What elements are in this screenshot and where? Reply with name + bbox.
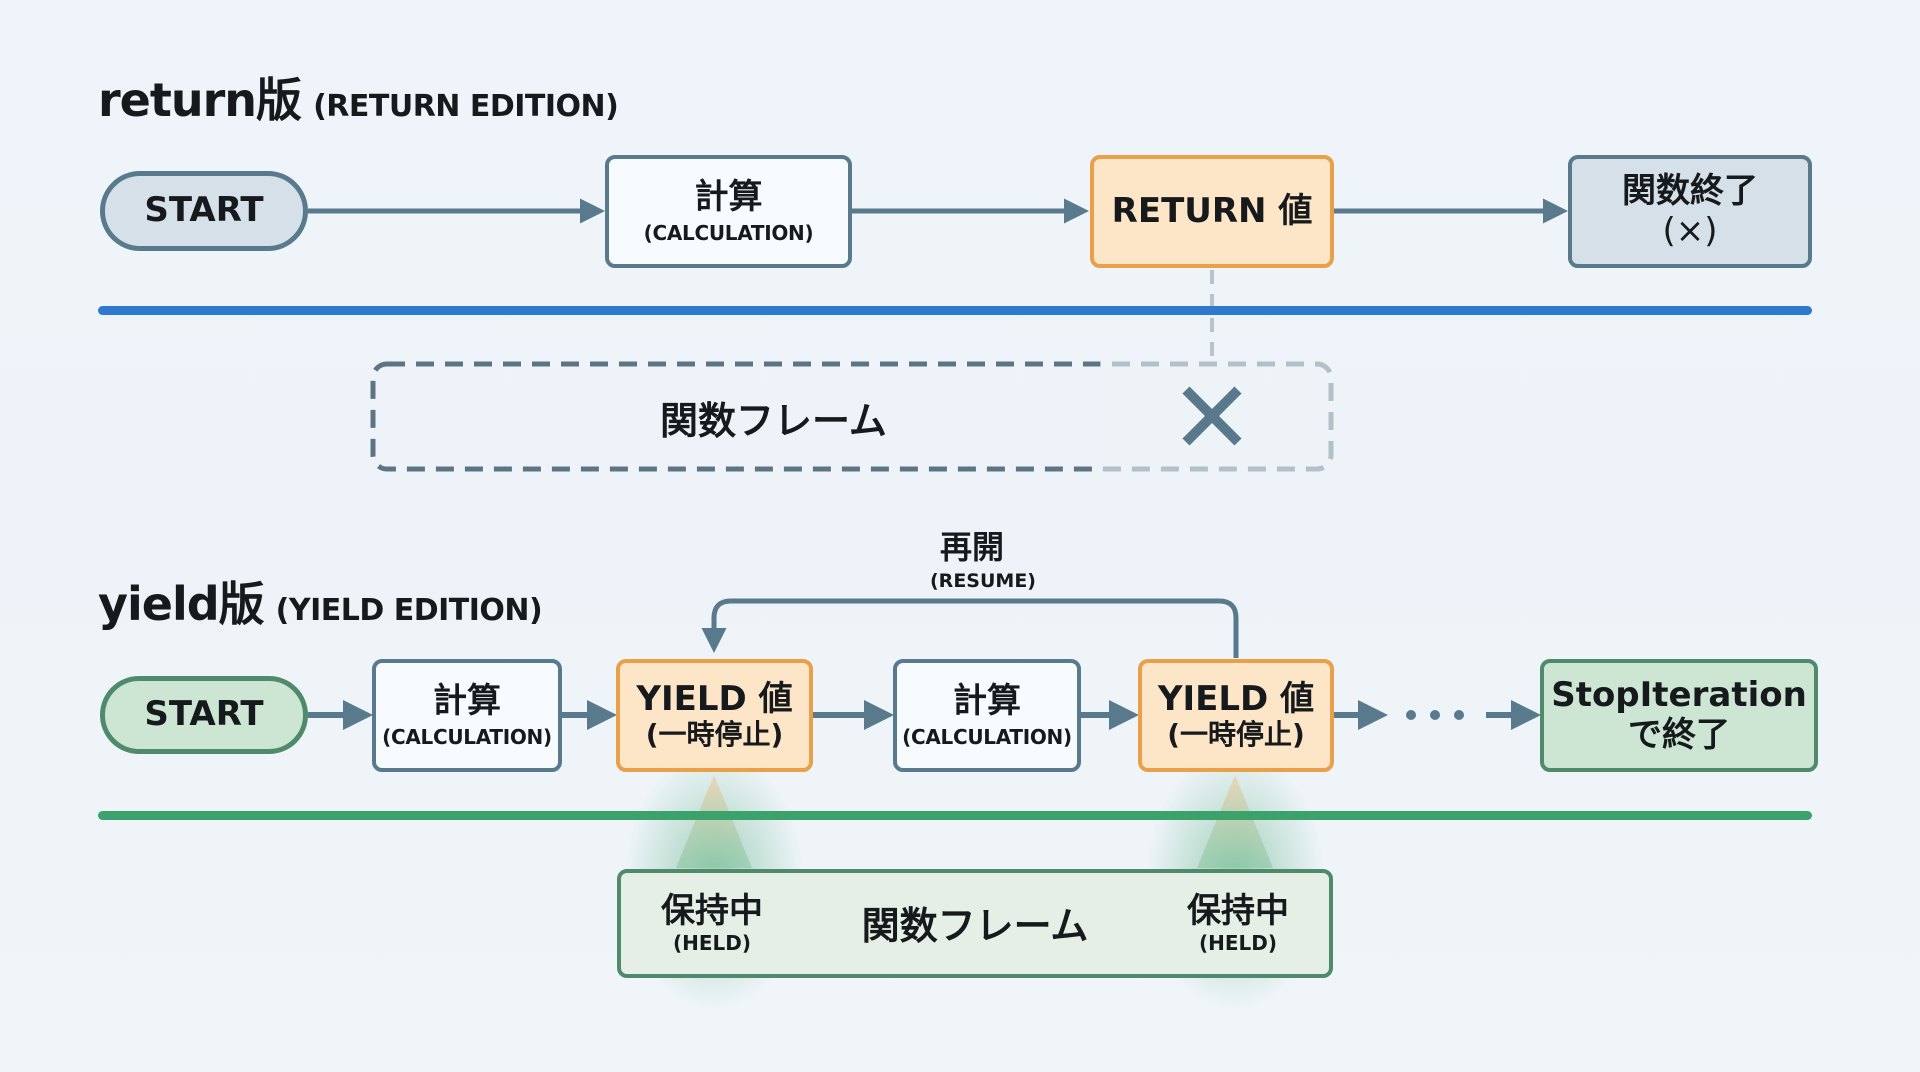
yield-calc1-sub: (CALCULATION)	[382, 724, 552, 749]
stopiteration-node: StopIteration で終了	[1540, 659, 1818, 772]
return-value-label: RETURN 値	[1111, 190, 1313, 231]
yield-start-label: START	[144, 694, 264, 735]
return-title-sub: (RETURN EDITION)	[313, 89, 619, 124]
function-end-label: 関数終了	[1622, 171, 1758, 212]
yield-title-main: yield版	[98, 577, 265, 631]
held-left: 保持中 (HELD)	[661, 892, 763, 954]
yield-calc1-node: 計算 (CALCULATION)	[372, 659, 562, 772]
return-section-title: return版 (RETURN EDITION)	[98, 64, 619, 130]
resume-label: 再開	[939, 528, 1004, 566]
yield-calc2-node: 計算 (CALCULATION)	[893, 659, 1081, 772]
return-start-node: START	[100, 171, 308, 251]
return-calc-sub: (CALCULATION)	[643, 220, 814, 245]
yield1-sub: (一時停止)	[645, 717, 784, 751]
yield1-label: YIELD 値	[636, 678, 793, 719]
stopiteration-label: StopIteration	[1551, 675, 1807, 716]
return-frame-label: 関数フレーム	[660, 399, 887, 443]
return-calc-label: 計算	[694, 177, 763, 218]
resume-loop-arrow	[701, 598, 1239, 658]
yield-calc2-sub: (CALCULATION)	[902, 724, 1072, 749]
yield-title-sub: (YIELD EDITION)	[275, 593, 543, 628]
held-right-sub: (HELD)	[1198, 930, 1278, 955]
held-beam-left	[676, 775, 752, 868]
stopiteration-sub: で終了	[1628, 714, 1730, 755]
function-end-node: 関数終了 (×)	[1568, 155, 1812, 268]
held-left-sub: (HELD)	[672, 930, 752, 955]
yield2-sub: (一時停止)	[1167, 717, 1305, 751]
held-right: 保持中 (HELD)	[1187, 892, 1289, 954]
x-mark-icon	[1182, 386, 1242, 446]
yield-frame-label: 関数フレーム	[861, 903, 1089, 948]
yield-timeline	[98, 811, 1812, 820]
return-calc-node: 計算 (CALCULATION)	[605, 155, 852, 268]
function-end-sub: (×)	[1662, 210, 1718, 251]
resume-sub: (RESUME)	[930, 570, 1036, 592]
yield2-node: YIELD 値 (一時停止)	[1138, 659, 1334, 772]
yield-calc2-label: 計算	[953, 681, 1021, 722]
return-timeline	[98, 306, 1812, 315]
held-right-label: 保持中	[1187, 891, 1289, 932]
resume-label-group: 再開 (RESUME)	[930, 522, 1036, 592]
yield1-node: YIELD 値 (一時停止)	[616, 659, 813, 772]
return-start-label: START	[144, 190, 264, 231]
yield-calc1-label: 計算	[433, 681, 501, 722]
yield-frame-box: 保持中 (HELD) 関数フレーム 保持中 (HELD)	[617, 869, 1333, 978]
held-beam-right	[1197, 775, 1273, 868]
return-value-node: RETURN 値	[1090, 155, 1334, 268]
yield-section-title: yield版 (YIELD EDITION)	[98, 568, 543, 634]
yield2-label: YIELD 値	[1157, 678, 1315, 719]
yield-start-node: START	[100, 676, 308, 754]
held-left-label: 保持中	[661, 891, 763, 932]
ellipsis-dots	[1406, 710, 1464, 720]
return-title-main: return版	[98, 73, 302, 127]
